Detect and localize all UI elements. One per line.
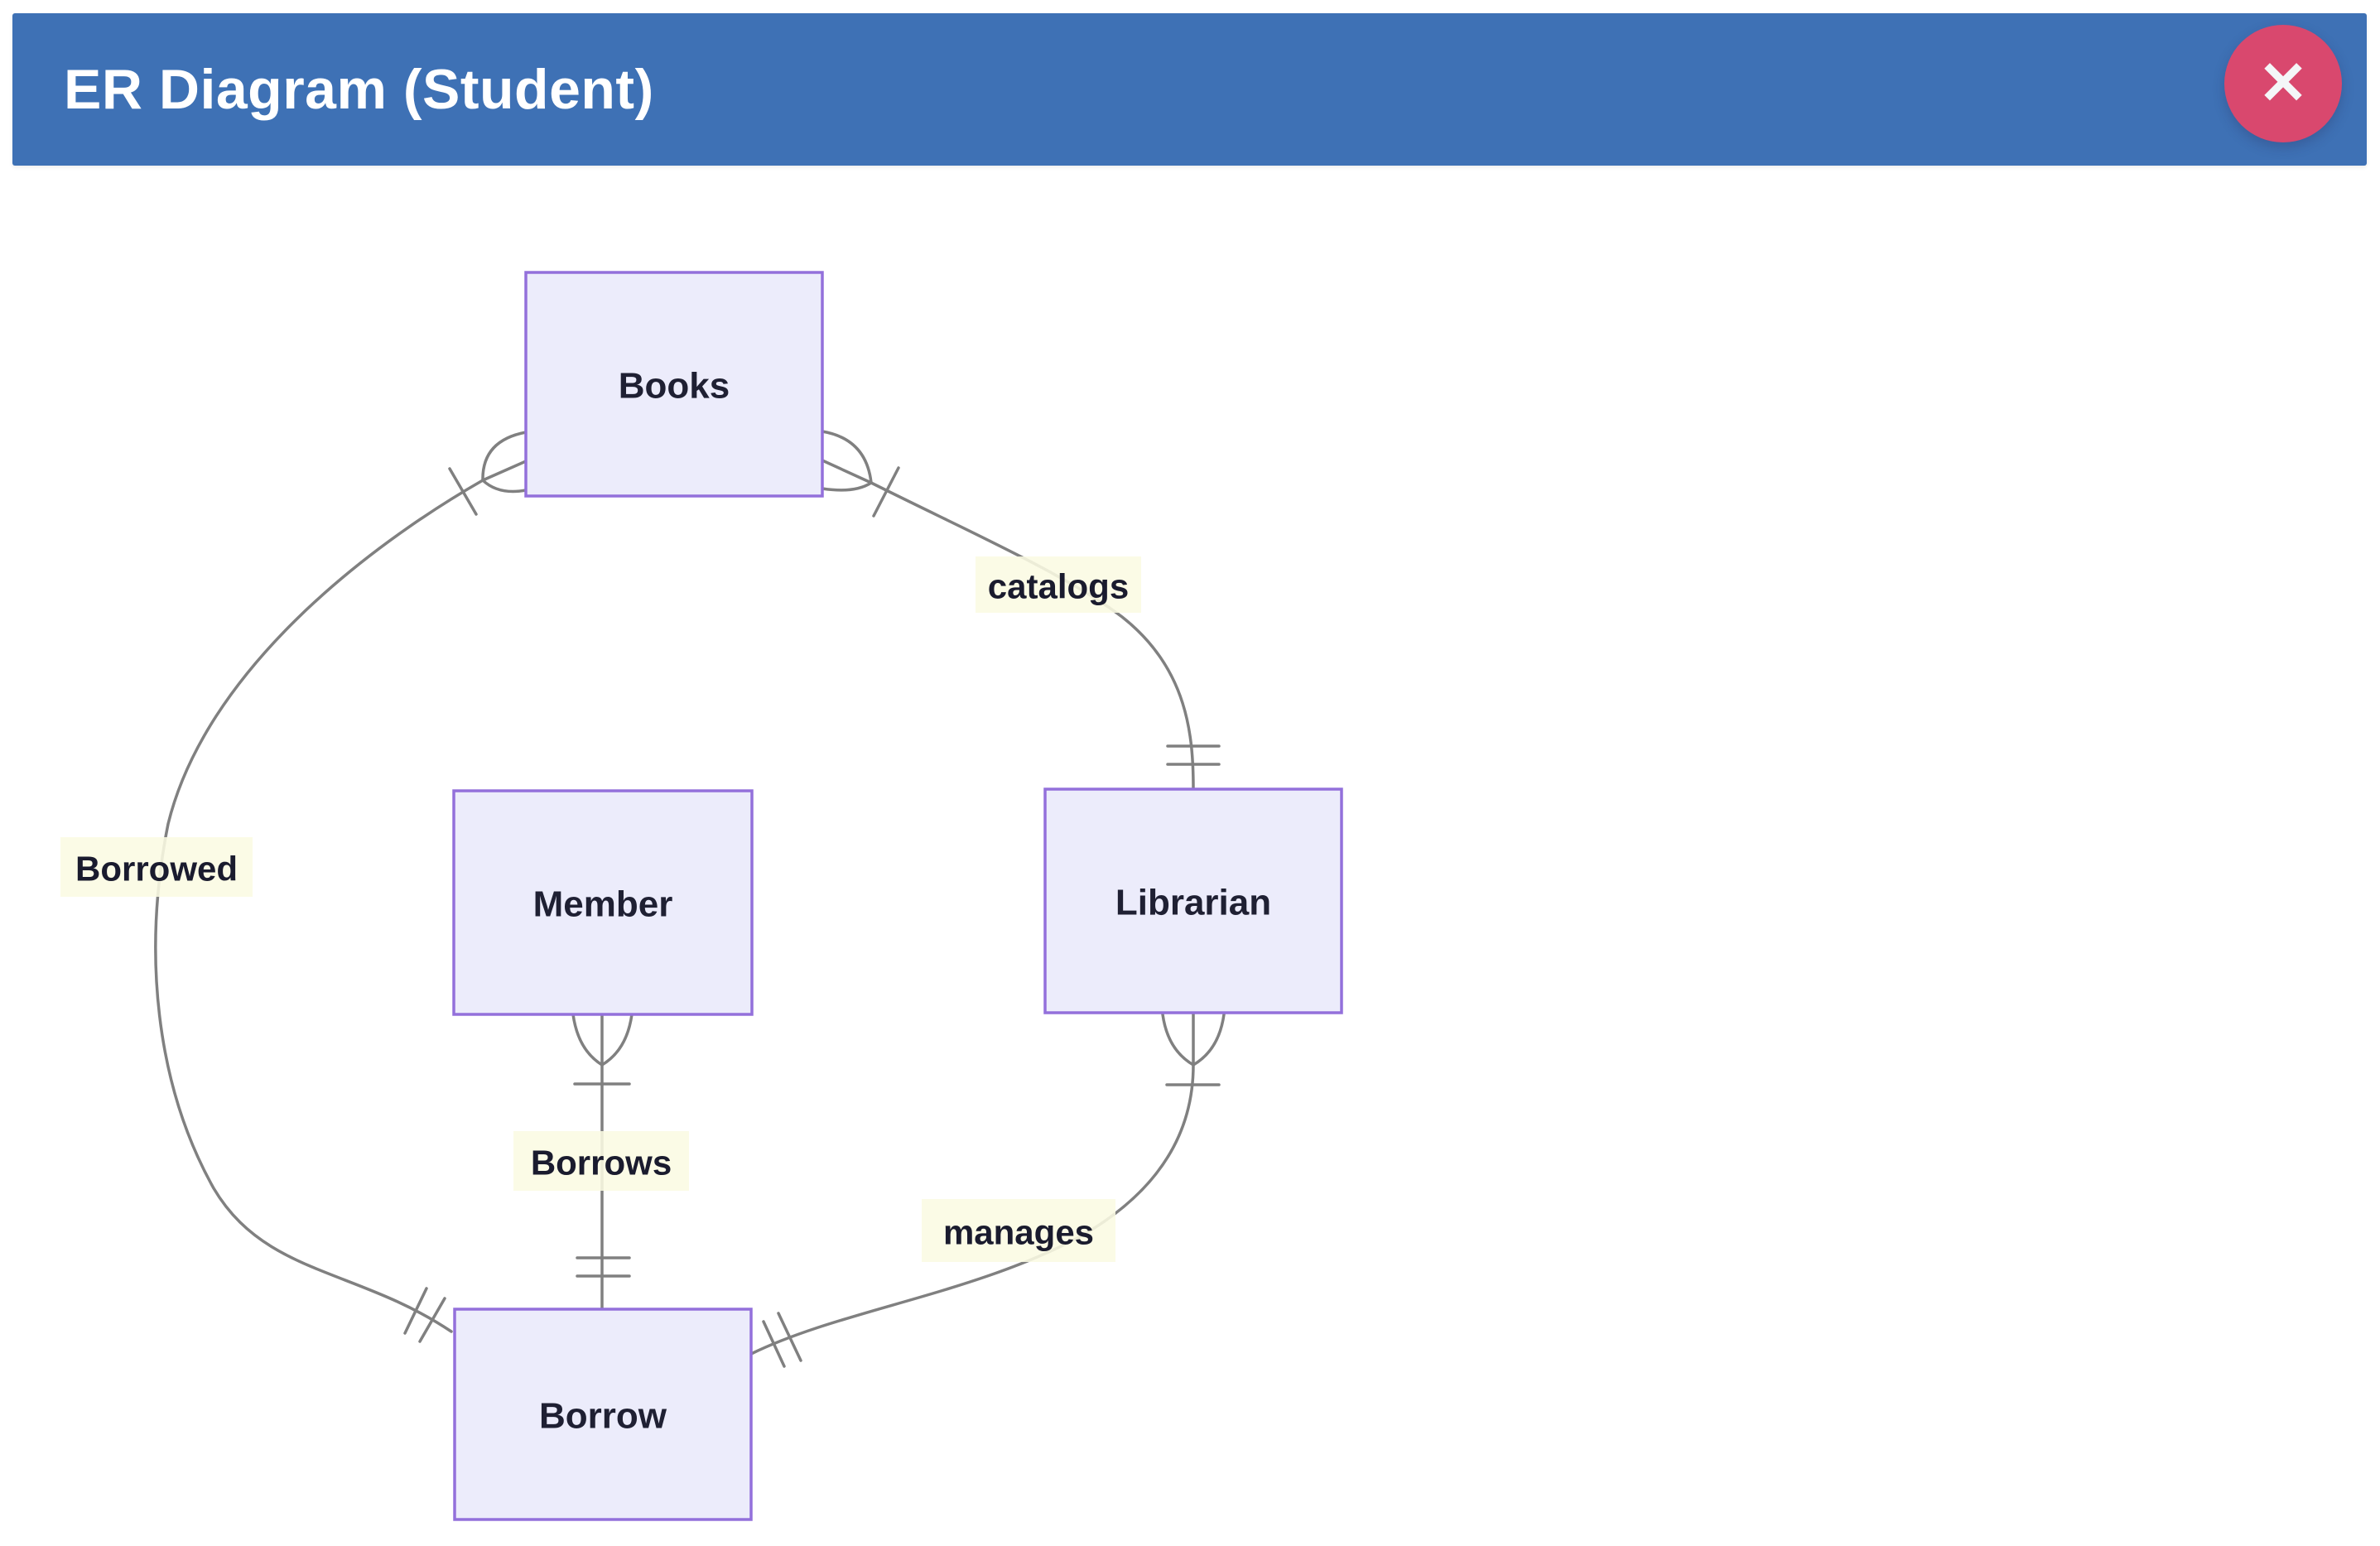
svg-text:Borrowed: Borrowed — [75, 850, 238, 889]
entity-borrow: Borrow — [453, 1308, 753, 1521]
svg-text:Librarian: Librarian — [1115, 883, 1271, 923]
entity-member: Member — [452, 789, 754, 1016]
relationship-manages — [749, 1011, 1226, 1368]
svg-text:Borrows: Borrows — [531, 1144, 672, 1182]
svg-text:catalogs: catalogs — [988, 567, 1129, 606]
relationship-label-borrows: Borrows — [513, 1131, 689, 1191]
entity-books: Books — [524, 271, 824, 498]
svg-text:manages: manages — [943, 1213, 1094, 1252]
svg-text:Borrow: Borrow — [539, 1396, 667, 1437]
svg-text:Books: Books — [619, 366, 730, 407]
diagram-area: Borrowed catalogs Borrows manages Books — [0, 166, 2380, 1546]
close-icon: ✕ — [2257, 51, 2309, 117]
modal-header: ER Diagram (Student) ✕ — [12, 13, 2367, 166]
er-diagram-canvas: Borrowed catalogs Borrows manages Books — [60, 271, 1343, 1521]
entity-librarian: Librarian — [1043, 787, 1343, 1014]
page-title: ER Diagram (Student) — [64, 58, 654, 121]
relationship-label-manages: manages — [922, 1199, 1115, 1262]
relationship-label-catalogs: catalogs — [976, 556, 1141, 613]
relationship-label-borrowed: Borrowed — [60, 837, 253, 897]
close-button[interactable]: ✕ — [2224, 25, 2342, 142]
svg-text:Member: Member — [533, 884, 673, 925]
relationship-borrowed — [154, 431, 528, 1343]
